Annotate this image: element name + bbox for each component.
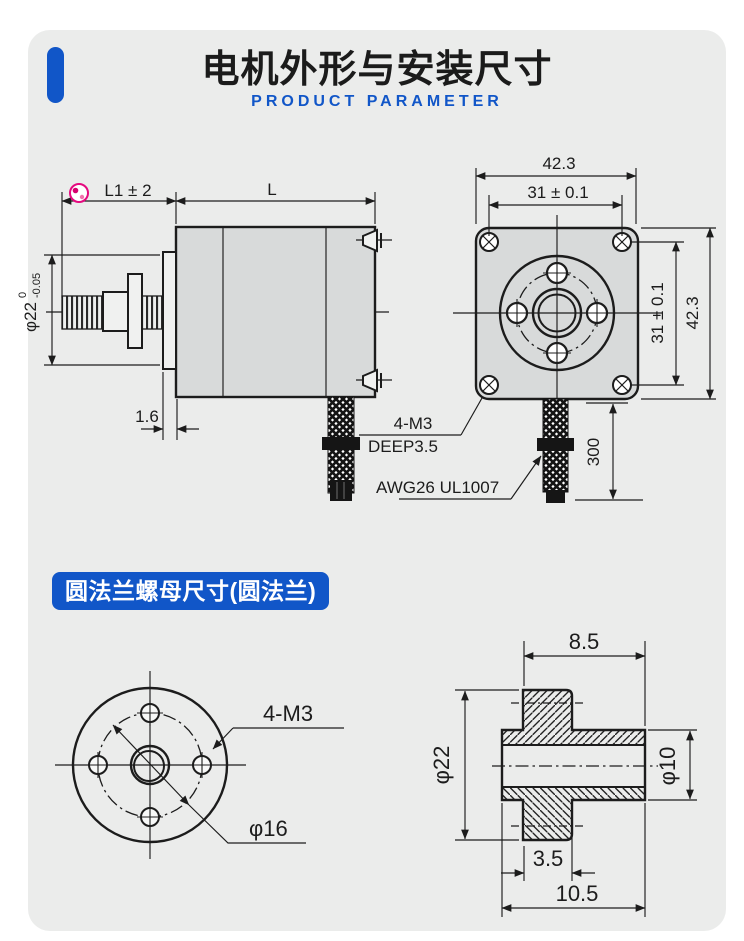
flange-nut-front-view: φ16 4-M3: [55, 671, 344, 859]
dim-od-label: φ22: [429, 746, 454, 785]
flange-hole-right: [189, 752, 215, 778]
title-accent-bar: [47, 47, 64, 103]
bolt-hole-right: [583, 299, 611, 327]
cable-clamp: [322, 437, 360, 450]
corner-screw-bottom-left: [479, 375, 499, 395]
note-deep-text: DEEP3.5: [368, 437, 438, 456]
dim-od-text: φ22: [429, 746, 454, 785]
dim-flange-height-label: 42.3: [683, 296, 702, 329]
note-awg-text: AWG26 UL1007: [376, 478, 499, 497]
dim-pilot-diameter-text: φ22: [21, 302, 40, 332]
dim-pilot-tolerance-upper: 0: [17, 292, 29, 298]
cable-end-cap: [330, 480, 352, 501]
dim-hole-spacing-h-text: 31 ± 0.1: [527, 183, 588, 202]
dim-boss-text: φ10: [655, 747, 680, 786]
page-title: 电机外形与安装尺寸: [201, 49, 553, 91]
dim-pilot-tolerance-lower: -0.05: [31, 273, 43, 298]
flange-holes: [85, 700, 215, 830]
dim-105-text: 10.5: [556, 881, 599, 906]
bolt-circle-diameter-arrow: [112, 724, 190, 806]
corner-screw-bottom-right: [612, 375, 632, 395]
screw-hub: [102, 291, 129, 332]
flange-center-hole-inner: [133, 750, 165, 782]
motor-cable-side: [322, 396, 360, 501]
dim-cable-length-text: 300: [584, 438, 603, 466]
dim-85-text: 8.5: [569, 629, 600, 654]
housing-screw-bottom: [356, 368, 392, 393]
dim-boss-label: φ10: [655, 747, 680, 786]
dim-bolt-circle-text: φ16: [249, 816, 288, 841]
flange-hole-left: [85, 752, 111, 778]
bolt-hole-left: [503, 299, 531, 327]
lead-screw-thread-left: [61, 295, 104, 330]
dim-l-text: L: [267, 180, 276, 199]
bolt-hole-bottom: [543, 339, 571, 367]
flange-nut-section-view: 8.5 φ22 φ10 3.5 10.5: [429, 629, 697, 917]
dim-pilot-diameter-label: φ22 0 -0.05: [17, 273, 43, 332]
motor-pilot-plate: [162, 251, 177, 370]
dim-flange-height-text: 42.3: [683, 296, 702, 329]
dim-bolt-circle-leader: [188, 804, 306, 844]
dim-35-text: 3.5: [533, 846, 564, 871]
cable-end-cap-front: [546, 490, 565, 503]
flange-hole-bottom: [137, 804, 163, 830]
section-hatch-upper: [502, 690, 645, 745]
housing-screw-top: [356, 228, 392, 253]
cable-clamp-front: [537, 438, 574, 451]
dim-hole-spacing-v-label: 31 ± 0.1: [648, 282, 667, 343]
motor-side-view: L1 ± 2 L φ22 0 -0.05 1.6 4-M3 DEEP3.5: [17, 180, 542, 501]
dim-cable-length-label: 300: [584, 438, 603, 466]
note-awg-leader: [510, 455, 542, 500]
flange-section-label: 圆法兰螺母尺寸(圆法兰): [52, 572, 330, 610]
motor-body: [174, 225, 377, 399]
dim-flange-width-text: 42.3: [542, 154, 575, 173]
page-subtitle: PRODUCT PARAMETER: [251, 93, 503, 110]
note-4m3-text: 4-M3: [394, 414, 433, 433]
lead-screw-thread-right: [141, 295, 164, 330]
dim-hole-spacing-v-text: 31 ± 0.1: [648, 282, 667, 343]
section-hatch-lower: [502, 787, 645, 840]
dim-l1-text: L1 ± 2: [104, 181, 151, 200]
dim-16-text: 1.6: [135, 407, 159, 426]
watermark-stamp-icon: [69, 183, 89, 203]
flange-outer-circle: [71, 686, 229, 844]
motor-cable-front: [537, 398, 574, 503]
flange-note-4m3-leader: [212, 727, 234, 750]
motor-front-view: 42.3 31 ± 0.1 31 ± 0.1 42.3 300: [453, 154, 716, 503]
bolt-circle-holes: [503, 259, 611, 367]
bolt-hole-top: [543, 259, 571, 287]
section-outline: [500, 688, 647, 842]
corner-screw-holes: [479, 232, 632, 395]
flange-hole-top: [137, 700, 163, 726]
flange-nut-side: [127, 273, 143, 349]
flange-note-4m3-text: 4-M3: [263, 701, 313, 726]
